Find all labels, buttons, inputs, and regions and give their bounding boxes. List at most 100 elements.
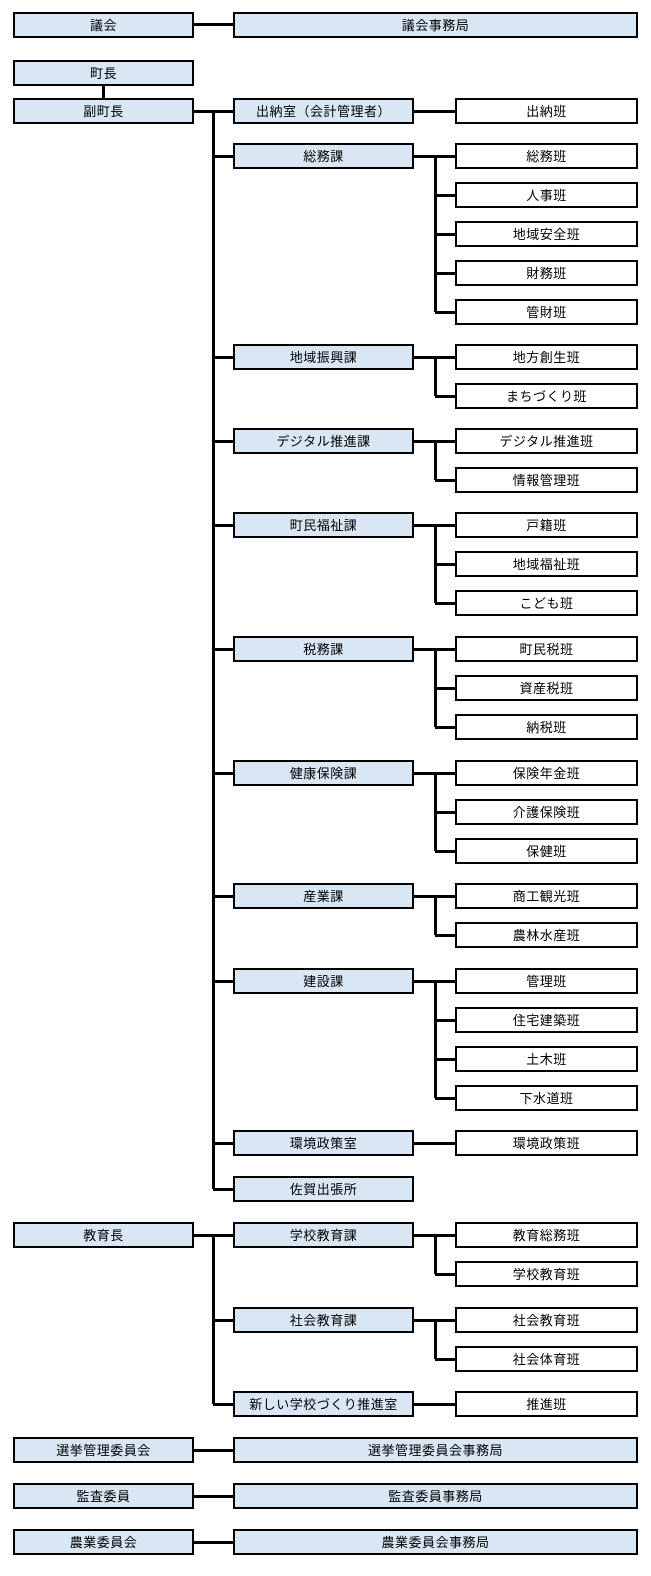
org-node-label: 納税班: [526, 719, 567, 735]
org-node-label: こども班: [519, 595, 574, 611]
org-node[interactable]: まちづくり班: [455, 383, 638, 409]
org-node[interactable]: 管財班: [455, 299, 638, 325]
org-node[interactable]: 産業課: [233, 883, 414, 909]
org-node[interactable]: 情報管理班: [455, 467, 638, 493]
connector-horizontal: [194, 1449, 233, 1452]
org-node[interactable]: 下水道班: [455, 1085, 638, 1111]
org-node[interactable]: 佐賀出張所: [233, 1176, 414, 1202]
org-node-label: 税務課: [303, 641, 344, 657]
org-node-label: 地域福祉班: [512, 556, 581, 572]
org-node[interactable]: 保健班: [455, 838, 638, 864]
org-node-label: 教育長: [83, 1227, 124, 1243]
org-node[interactable]: 土木班: [455, 1046, 638, 1072]
org-node[interactable]: 町民福祉課: [233, 512, 414, 538]
connector-horizontal: [435, 395, 455, 398]
org-node[interactable]: 環境政策室: [233, 1130, 414, 1156]
org-node-label: 社会教育課: [289, 1312, 358, 1328]
org-node-label: 社会教育班: [512, 1312, 581, 1328]
connector-horizontal: [435, 811, 455, 814]
org-node[interactable]: 健康保険課: [233, 760, 414, 786]
org-node[interactable]: 町長: [13, 60, 194, 86]
org-node[interactable]: 学校教育班: [455, 1261, 638, 1287]
org-node-label: 商工観光班: [512, 888, 581, 904]
org-node-label: 農業委員会: [69, 1534, 138, 1550]
org-node[interactable]: 議会事務局: [233, 12, 638, 38]
connector-horizontal: [435, 233, 455, 236]
org-node[interactable]: 社会教育課: [233, 1307, 414, 1333]
org-node[interactable]: 地域振興課: [233, 344, 414, 370]
org-node-label: 情報管理班: [512, 472, 581, 488]
org-node[interactable]: 監査委員: [13, 1483, 194, 1509]
org-node[interactable]: 商工観光班: [455, 883, 638, 909]
org-node[interactable]: 社会教育班: [455, 1307, 638, 1333]
org-node[interactable]: 地域福祉班: [455, 551, 638, 577]
connector-vertical: [434, 981, 437, 1098]
org-node[interactable]: 財務班: [455, 260, 638, 286]
org-node[interactable]: 教育長: [13, 1222, 194, 1248]
org-node[interactable]: 環境政策班: [455, 1130, 638, 1156]
org-node[interactable]: 議会: [13, 12, 194, 38]
org-node-label: 学校教育課: [289, 1227, 358, 1243]
org-node-label: 監査委員事務局: [388, 1488, 483, 1504]
org-node[interactable]: 資産税班: [455, 675, 638, 701]
org-node[interactable]: 推進班: [455, 1391, 638, 1417]
org-node[interactable]: 地方創生班: [455, 344, 638, 370]
connector-horizontal: [435, 934, 455, 937]
org-node[interactable]: 新しい学校づくり推進室: [233, 1391, 414, 1417]
org-node-label: 町民税班: [519, 641, 574, 657]
connector-horizontal: [194, 23, 233, 26]
org-node[interactable]: 監査委員事務局: [233, 1483, 638, 1509]
org-node[interactable]: 出納班: [455, 98, 638, 124]
connector-horizontal: [435, 311, 455, 314]
org-node-label: デジタル推進課: [276, 433, 371, 449]
org-node[interactable]: デジタル推進課: [233, 428, 414, 454]
org-node[interactable]: 保険年金班: [455, 760, 638, 786]
connector-vertical: [102, 86, 105, 98]
org-node-label: 佐賀出張所: [289, 1181, 358, 1197]
org-node[interactable]: 管理班: [455, 968, 638, 994]
org-node[interactable]: デジタル推進班: [455, 428, 638, 454]
org-node-label: 建設課: [303, 973, 344, 989]
connector-horizontal: [194, 1541, 233, 1544]
org-node[interactable]: 農業委員会: [13, 1529, 194, 1555]
org-node[interactable]: 納税班: [455, 714, 638, 740]
org-node[interactable]: 教育総務班: [455, 1222, 638, 1248]
org-node-label: 管理班: [526, 973, 567, 989]
org-node[interactable]: 戸籍班: [455, 512, 638, 538]
org-node[interactable]: 社会体育班: [455, 1346, 638, 1372]
connector-horizontal: [435, 602, 455, 605]
org-node[interactable]: 建設課: [233, 968, 414, 994]
connector-horizontal: [213, 1403, 233, 1406]
org-node[interactable]: 出納室（会計管理者）: [233, 98, 414, 124]
org-node[interactable]: 副町長: [13, 98, 194, 124]
org-node[interactable]: 総務班: [455, 143, 638, 169]
org-node[interactable]: 選挙管理委員会事務局: [233, 1437, 638, 1463]
org-node[interactable]: 選挙管理委員会: [13, 1437, 194, 1463]
org-node-label: 出納室（会計管理者）: [255, 103, 391, 119]
org-node-label: 介護保険班: [512, 804, 581, 820]
connector-horizontal: [435, 1019, 455, 1022]
connector-horizontal: [213, 356, 233, 359]
connector-horizontal: [414, 110, 455, 113]
org-node[interactable]: 総務課: [233, 143, 414, 169]
org-node[interactable]: こども班: [455, 590, 638, 616]
org-node[interactable]: 人事班: [455, 182, 638, 208]
org-node[interactable]: 地域安全班: [455, 221, 638, 247]
org-node[interactable]: 農業委員会事務局: [233, 1529, 638, 1555]
connector-horizontal: [213, 1142, 233, 1145]
org-node[interactable]: 住宅建築班: [455, 1007, 638, 1033]
org-node-label: 環境政策班: [512, 1135, 581, 1151]
org-node-label: 環境政策室: [289, 1135, 358, 1151]
org-node[interactable]: 町民税班: [455, 636, 638, 662]
connector-horizontal: [213, 155, 233, 158]
org-node[interactable]: 農林水産班: [455, 922, 638, 948]
connector-horizontal: [213, 440, 233, 443]
connector-horizontal: [435, 726, 455, 729]
org-node[interactable]: 介護保険班: [455, 799, 638, 825]
org-node[interactable]: 税務課: [233, 636, 414, 662]
org-node[interactable]: 学校教育課: [233, 1222, 414, 1248]
connector-horizontal: [435, 479, 455, 482]
org-node-label: 町民福祉課: [289, 517, 358, 533]
connector-vertical: [434, 441, 437, 480]
